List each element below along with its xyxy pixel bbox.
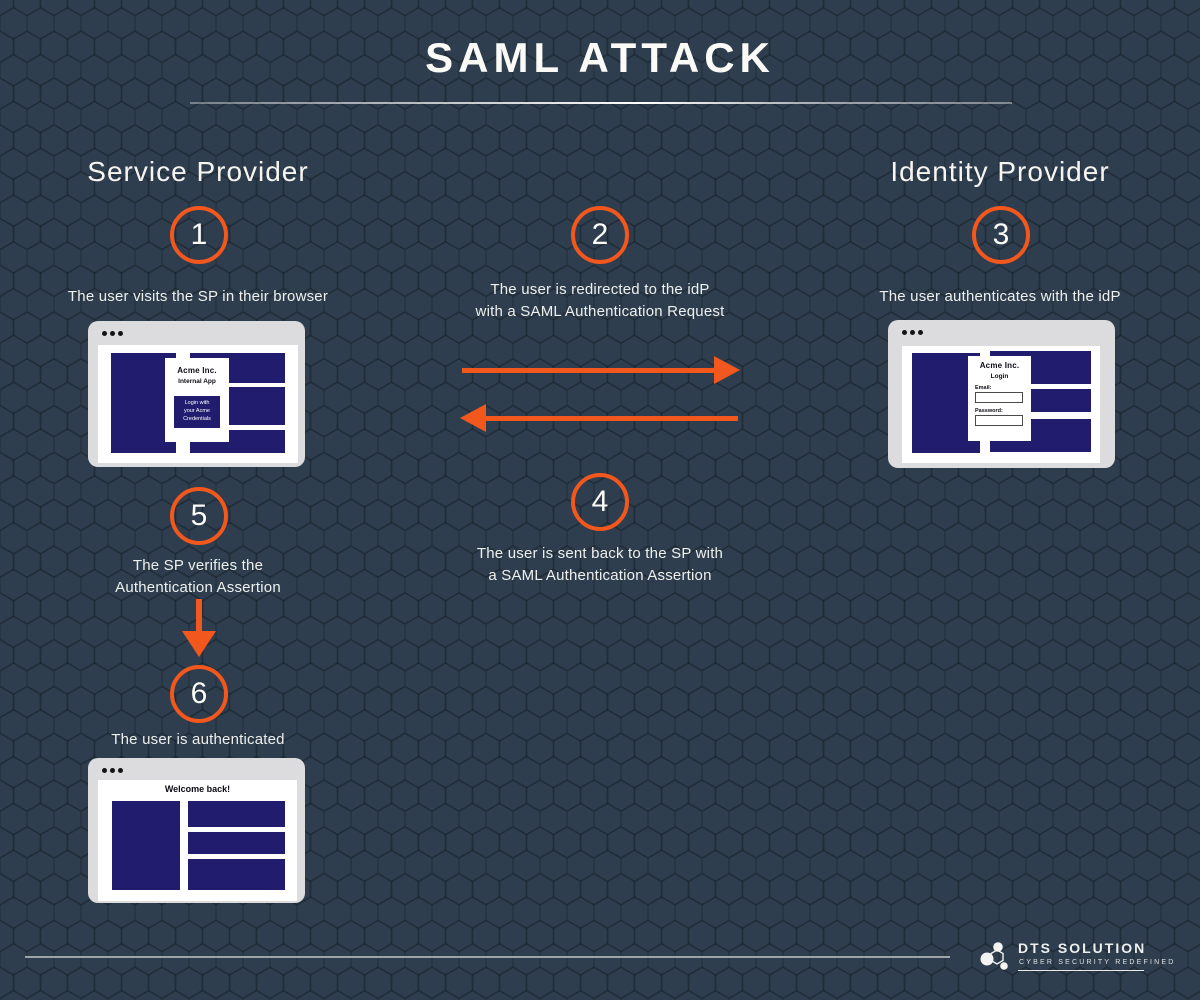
step-4-description: The user is sent back to the SP with a S… [476, 545, 724, 584]
password-label: Password: [975, 408, 1003, 414]
step-1-number: 1 [190, 218, 208, 251]
window-controls [902, 330, 923, 335]
welcome-browser-window: Welcome back! [88, 758, 305, 903]
window-dot-icon [118, 768, 123, 773]
step-2-number: 2 [591, 218, 609, 251]
step-4-number: 4 [591, 485, 609, 518]
step-2-description: The user is redirected to the idP with a… [475, 281, 725, 320]
step-6-badge: 6 [170, 665, 228, 723]
welcome-message: Welcome back! [164, 784, 231, 794]
content-block [188, 859, 285, 890]
window-controls [102, 768, 123, 773]
window-controls [102, 331, 123, 336]
content-block [188, 832, 285, 854]
arrow-left-icon [460, 404, 486, 432]
password-input [975, 415, 1023, 426]
sp-app-name: Internal App [178, 378, 216, 385]
window-dot-icon [910, 330, 915, 335]
service-provider-heading: Service Provider [87, 156, 309, 187]
welcome-browser-page: Welcome back! [98, 780, 297, 901]
email-input [975, 392, 1023, 403]
idp-page-name: Login [990, 373, 1009, 380]
step-5-number: 5 [190, 499, 208, 532]
window-dot-icon [102, 768, 107, 773]
arrow-down-line [196, 599, 202, 633]
step-1-description: The user visits the SP in their browser [67, 288, 329, 305]
brand-tagline: CYBER SECURITY REDEFINED [1019, 959, 1176, 966]
idp-login-panel: Acme Inc. Login Email: Password: [968, 356, 1031, 441]
content-block [188, 801, 285, 827]
arrow-down-icon [182, 631, 216, 657]
sp-login-button: Login with your Acme Credentials [174, 396, 220, 428]
dts-solution-logo-icon [980, 942, 1008, 970]
idp-login-form: Email: Password: [968, 385, 1031, 426]
step-5-badge: 5 [170, 487, 228, 545]
idp-company-name: Acme Inc. [979, 361, 1020, 370]
brand-name: DTS SOLUTION [1018, 940, 1147, 956]
page-title: SAML ATTACK [425, 34, 775, 81]
arrow-right-line [462, 368, 716, 373]
email-label: Email: [975, 385, 992, 391]
sp-company-name: Acme Inc. [177, 366, 217, 375]
step-3-number: 3 [992, 218, 1010, 251]
step-3-description: The user authenticates with the idP [879, 288, 1121, 305]
sp-browser-window: Acme Inc. Internal App Login with your A… [88, 321, 305, 467]
window-dot-icon [102, 331, 107, 336]
step-6-description: The user is authenticated [111, 731, 285, 748]
sp-browser-page: Acme Inc. Internal App Login with your A… [98, 345, 298, 463]
sp-login-panel: Acme Inc. Internal App Login with your A… [165, 358, 229, 442]
window-dot-icon [118, 331, 123, 336]
footer-divider [25, 956, 950, 958]
window-dot-icon [110, 331, 115, 336]
arrow-left-line [486, 416, 738, 421]
step-4-badge: 4 [571, 473, 629, 531]
window-dot-icon [902, 330, 907, 335]
window-dot-icon [918, 330, 923, 335]
tagline-underline [1018, 970, 1144, 971]
title-divider [190, 102, 1012, 104]
idp-browser-page: Acme Inc. Login Email: Password: [902, 346, 1100, 463]
step-2-badge: 2 [571, 206, 629, 264]
step-1-badge: 1 [170, 206, 228, 264]
identity-provider-heading: Identity Provider [890, 156, 1110, 187]
step-6-number: 6 [190, 677, 208, 710]
content-block [112, 801, 180, 890]
step-5-description: The SP verifies the Authentication Asser… [115, 557, 281, 596]
step-3-badge: 3 [972, 206, 1030, 264]
arrow-right-icon [714, 356, 740, 384]
window-dot-icon [110, 768, 115, 773]
idp-browser-window: Acme Inc. Login Email: Password: [888, 320, 1115, 468]
